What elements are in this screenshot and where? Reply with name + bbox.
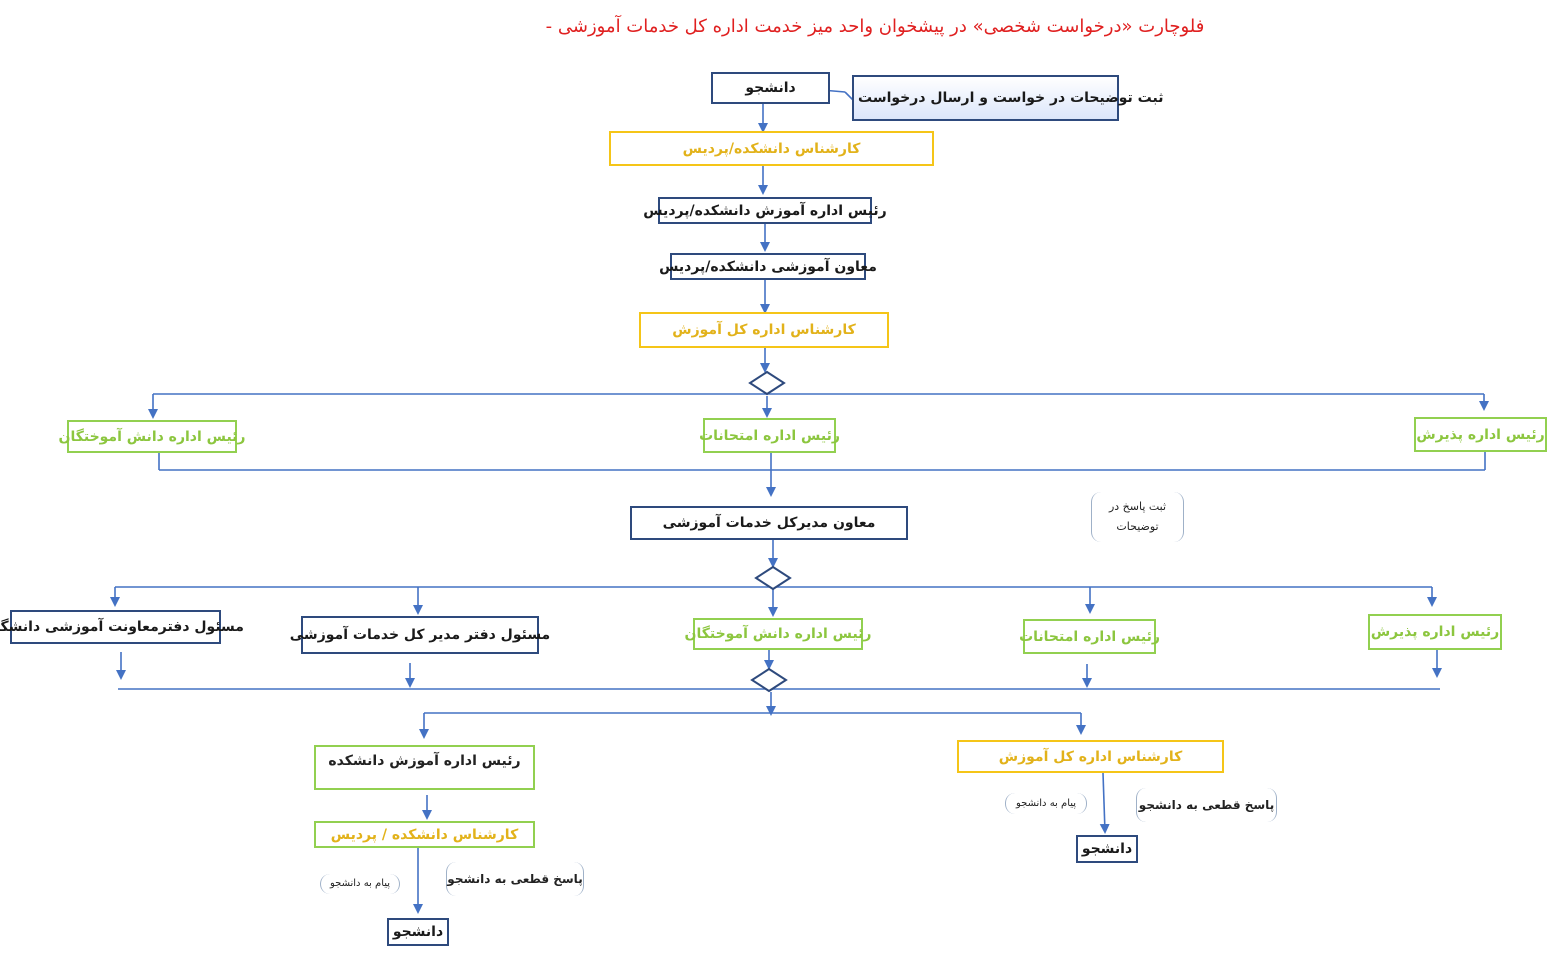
exams-head-node-2: رئیس اداره امتحانات [1019, 619, 1160, 654]
decision-diamond [748, 370, 786, 396]
final-answer-note-left: پاسخ قطعی به دانشجو [446, 862, 584, 896]
flowchart-title: فلوچارت «درخواست شخصی» در پیشخوان واحد م… [545, 16, 1205, 37]
faculty-deputy-node: معاون آموزشی دانشکده/پردیس [659, 253, 877, 280]
connector-line [844, 91, 854, 101]
connector-line [1099, 772, 1110, 834]
deputy-director-node: معاون مدیرکل خدمات آموزشی [630, 506, 908, 540]
university-deputy-office-node: مسئول دفترمعاونت آموزشی دانشگاه [0, 610, 244, 644]
general-expert-node: کارشناس اداره کل آموزش [639, 312, 889, 348]
alumni-head-node-2: رئیس اداره دانش آموختگان [685, 618, 871, 650]
student-node-bottom-left: دانشجو [387, 918, 449, 946]
message-note-right: پیام به دانشجو [1005, 793, 1087, 814]
student-node-bottom-right: دانشجو [1076, 835, 1138, 863]
decision-diamond [750, 667, 788, 693]
faculty-edu-head-node: رئیس اداره آموزش دانشکده/پردیس [643, 197, 887, 224]
message-note-left: پیام به دانشجو [320, 874, 400, 894]
decision-diamond [754, 565, 792, 591]
request-description-node: ثبت توضیحات در خواست و ارسال درخواست [852, 75, 1163, 121]
student-node-top: دانشجو [711, 72, 830, 104]
faculty-expert-node: کارشناس دانشکده/پردیس [609, 131, 934, 166]
final-answer-note-right: پاسخ قطعی به دانشجو [1136, 788, 1277, 822]
admission-head-node: رئیس اداره پذیرش [1414, 417, 1547, 452]
faculty-edu-head-node-2: رئیس اداره آموزش دانشکده [314, 745, 535, 790]
response-description-note: ثبت پاسخ در توضیحات [1091, 492, 1184, 542]
exams-head-node: رئیس اداره امتحانات [699, 418, 840, 453]
faculty-expert-node-2: کارشناس دانشکده / پردیس [314, 821, 535, 848]
director-office-node: مسئول دفتر مدیر کل خدمات آموزشی [290, 616, 550, 654]
general-expert-node-2: کارشناس اداره کل آموزش [957, 740, 1224, 773]
alumni-head-node: رئیس اداره دانش آموختگان [59, 420, 245, 453]
admission-head-node-2: رئیس اداره پذیرش [1368, 614, 1502, 650]
